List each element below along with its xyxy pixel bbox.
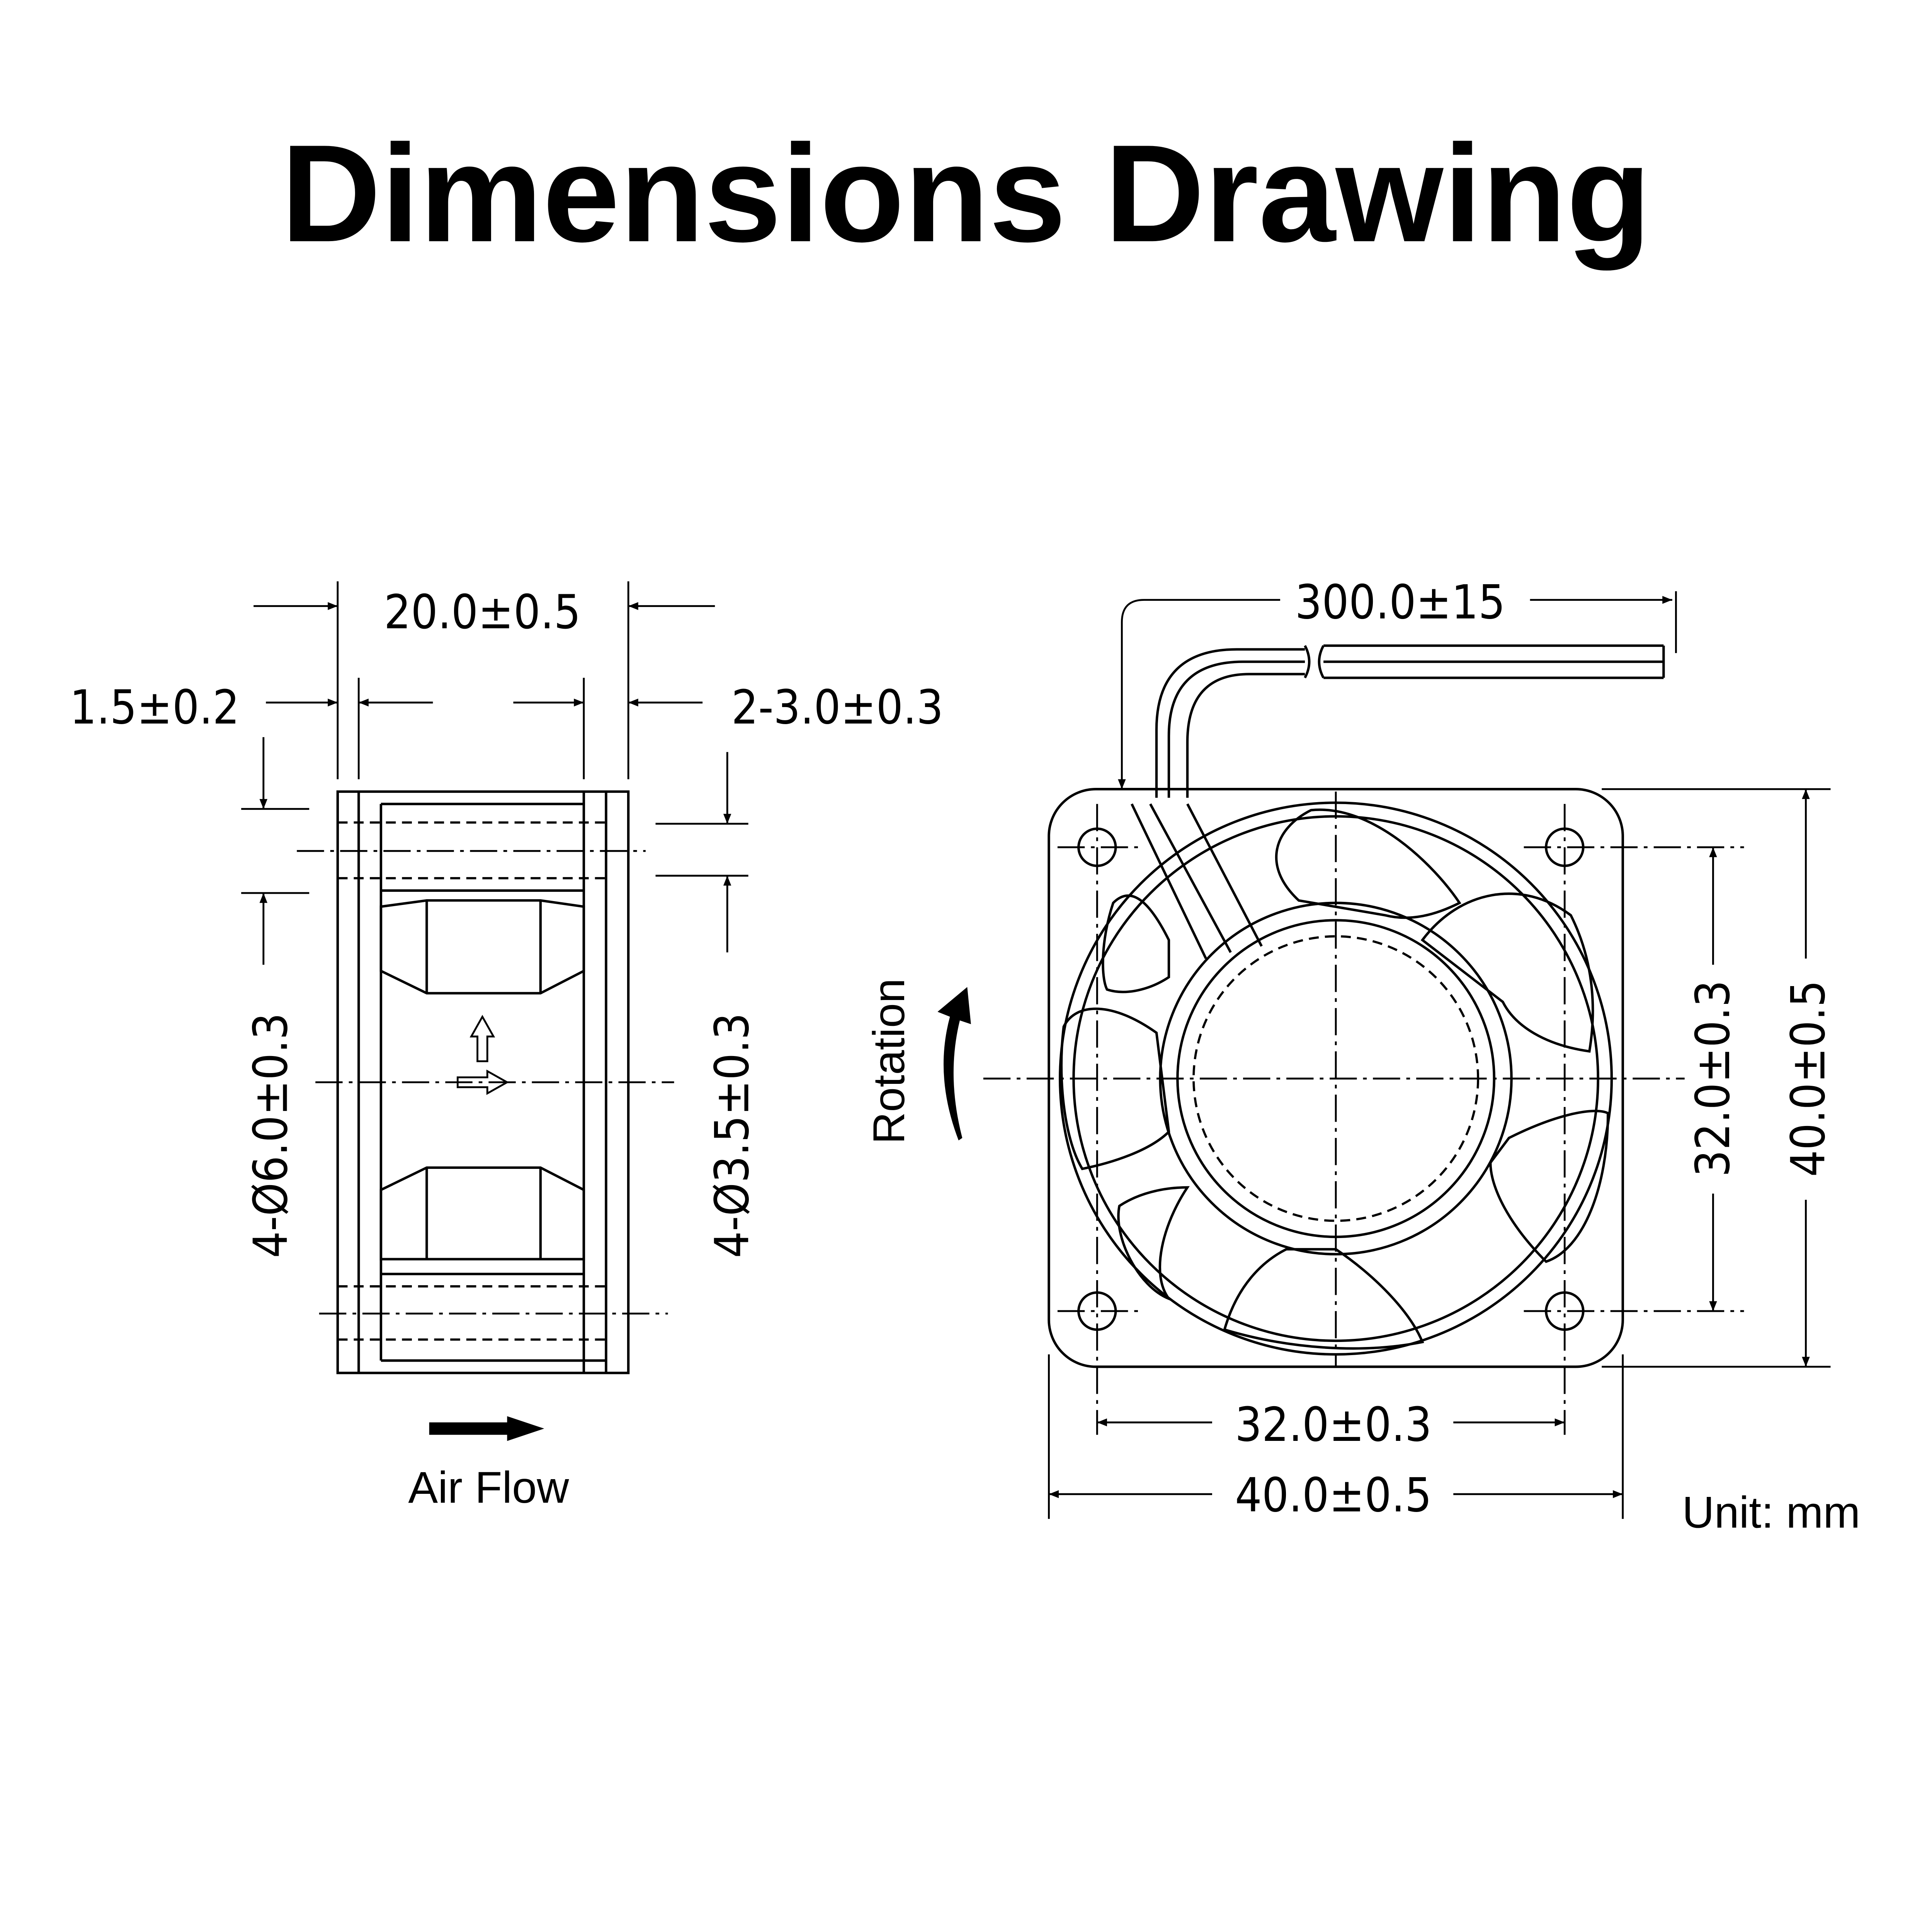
rotation-arrow-icon xyxy=(937,987,971,1141)
unit-label: Unit: mm xyxy=(1682,1488,1860,1537)
page-title: Dimensions Drawing xyxy=(281,116,1651,271)
airflow-label: Air Flow xyxy=(408,1463,569,1512)
front-view: 300.0±15 32.0±0.3 40.0±0.5 32.0±0.3 40.0… xyxy=(864,575,1836,1523)
right-arrow-icon xyxy=(456,1069,509,1095)
inner-hole-dimension: 4-Ø3.5±0.3 xyxy=(705,1013,760,1258)
rib-dimension: 2-3.0±0.3 xyxy=(731,680,944,735)
depth-dimension: 20.0±0.5 xyxy=(384,585,581,639)
up-arrow-icon xyxy=(469,1015,495,1062)
cable xyxy=(1131,644,1665,959)
size-horizontal: 40.0±0.5 xyxy=(1235,1468,1432,1523)
outer-hole-dimension: 4-Ø6.0±0.3 xyxy=(243,1013,298,1258)
cable-length-dimension: 300.0±15 xyxy=(1295,575,1505,630)
hole-spacing-horizontal: 32.0±0.3 xyxy=(1235,1397,1432,1452)
flange-dimension: 1.5±0.2 xyxy=(70,680,240,735)
fan-blades xyxy=(1060,808,1609,1350)
hole-spacing-vertical: 32.0±0.3 xyxy=(1685,980,1740,1177)
airflow-arrow-icon xyxy=(429,1416,544,1441)
size-vertical: 40.0±0.5 xyxy=(1781,980,1836,1177)
rotation-label: Rotation xyxy=(864,978,914,1144)
side-view: 20.0±0.5 1.5±0.2 2-3.0±0.3 4-Ø6.0±0.3 4-… xyxy=(70,581,943,1512)
